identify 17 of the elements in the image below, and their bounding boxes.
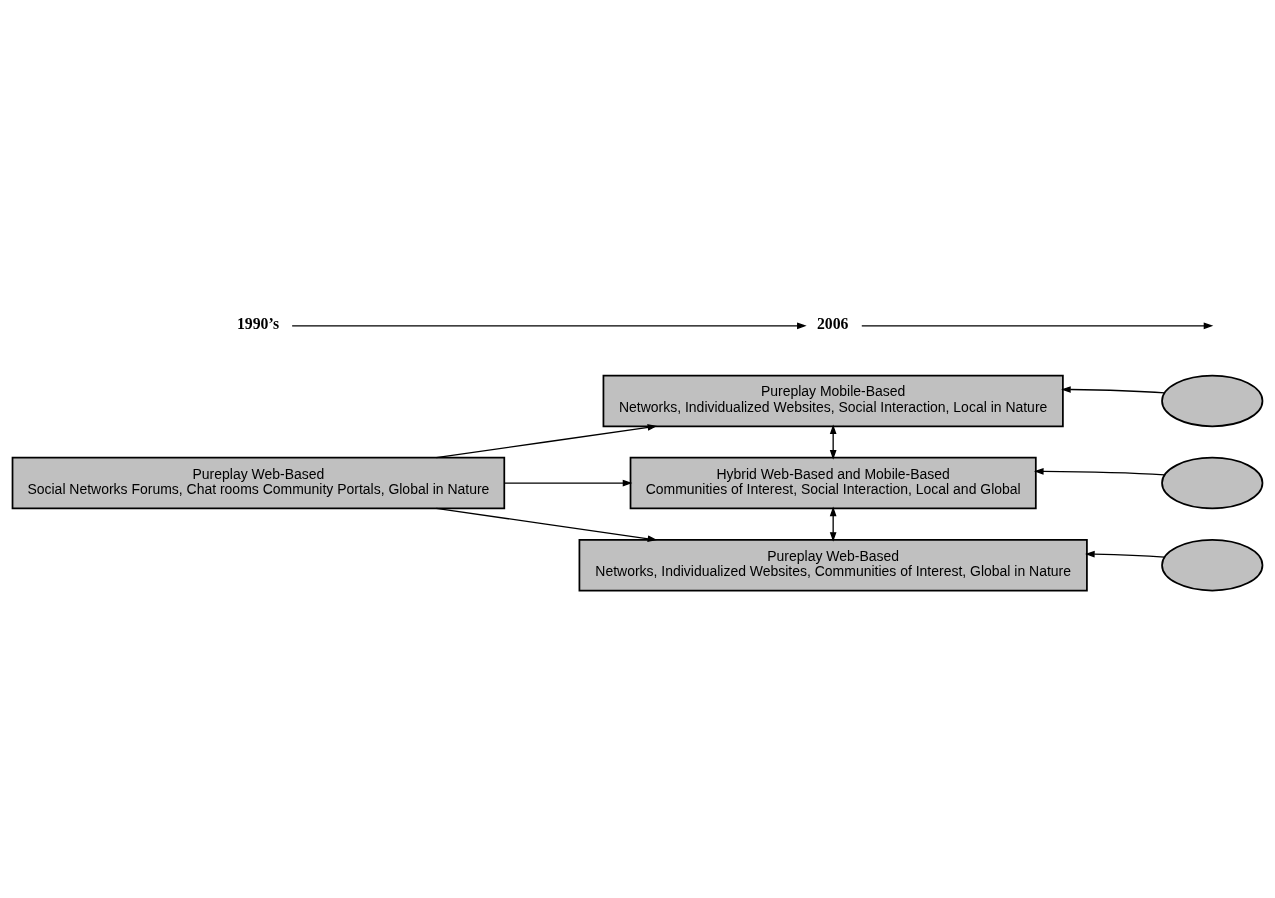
arrow — [861, 322, 1214, 330]
node-box: Pureplay Web-Based Social Networks Forums, Chat rooms Community Portals, Global in Nature — [11, 456, 506, 510]
node-ellipse — [1161, 538, 1264, 592]
node-box: Hybrid Web-Based and Mobile-Based Communities of Interest, Social Interaction, Local and Global — [629, 456, 1037, 510]
node-text: 1990’s — [237, 314, 280, 332]
arrow — [291, 322, 807, 330]
arrow — [1061, 386, 1166, 394]
node-box: Pureplay Web-Based Networks, Individualized Websites, Communities of Interest, Global in Nature — [578, 538, 1088, 592]
node-ellipse — [1161, 374, 1264, 428]
arrow — [503, 479, 633, 487]
arrow — [1034, 467, 1166, 476]
node-ellipse — [1161, 456, 1264, 510]
node-box: Pureplay Mobile-Based Networks, Individualized Websites, Social Interaction, Local in Nature — [602, 374, 1064, 428]
arrow — [435, 507, 658, 543]
arrow — [1085, 550, 1166, 558]
arrow — [435, 424, 658, 459]
node-text: 2006 — [817, 314, 849, 332]
